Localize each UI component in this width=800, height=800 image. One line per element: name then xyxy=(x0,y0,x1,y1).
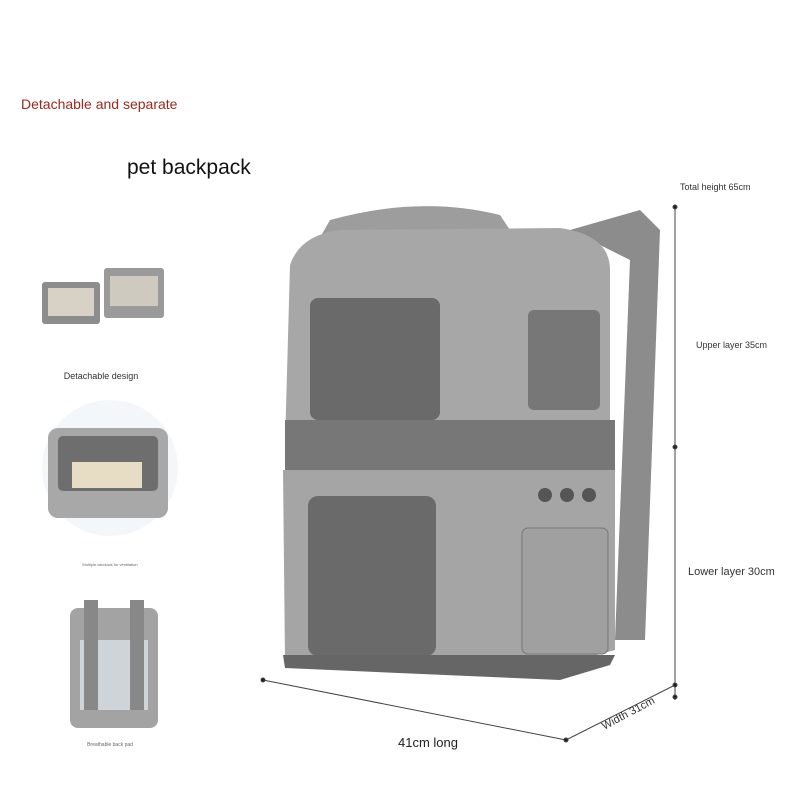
thumbnail-backpad-image xyxy=(70,600,158,728)
thumbnail-ventilation-image xyxy=(42,400,178,536)
lower-layer-label: Lower layer 30cm xyxy=(688,566,775,578)
thumbnail-detachable-image xyxy=(42,268,164,324)
length-label: 41cm long xyxy=(398,735,458,750)
thumbnail-caption: Breathable back pad xyxy=(87,742,133,748)
thumbnail-caption: Multiple windows for ventilation xyxy=(82,562,138,567)
subheadline: pet backpack xyxy=(127,156,251,179)
headline: Detachable and separate xyxy=(21,96,178,112)
upper-layer-label: Upper layer 35cm xyxy=(696,340,768,350)
dimension-lines xyxy=(260,204,678,743)
total-height-label: Total height 65cm xyxy=(680,182,751,192)
thumbnail-caption: Detachable design xyxy=(63,371,139,381)
backpack-image xyxy=(283,206,660,680)
